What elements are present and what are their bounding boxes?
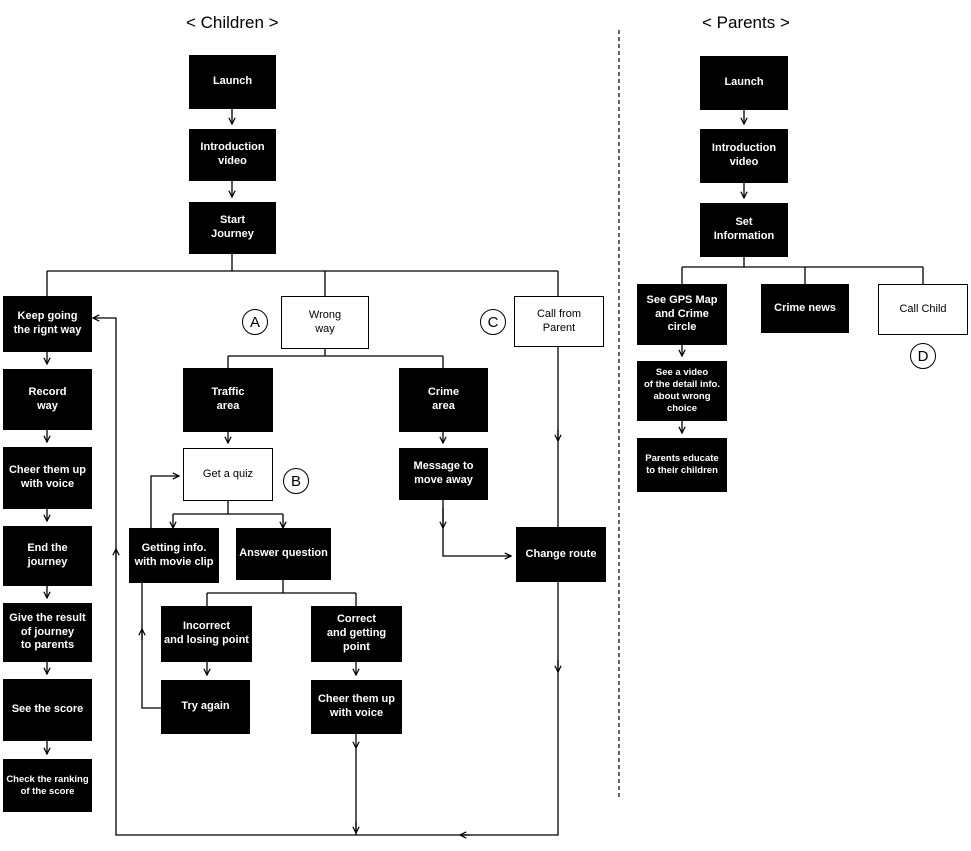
node-wrong-way: Wrong way [281,296,369,349]
marker-c: C [480,309,506,335]
node-check-ranking: Check the ranking of the score [3,759,92,812]
node-end-journey: End the journey [3,526,92,586]
node-parent-launch: Launch [700,56,788,110]
node-see-score: See the score [3,679,92,741]
node-message-move-away: Message to move away [399,448,488,500]
arrow-info-quiz [150,476,179,528]
marker-a: A [242,309,268,335]
marker-b: B [283,468,309,494]
node-cheer-voice-mid: Cheer them up with voice [311,680,402,734]
node-set-information: Set Information [700,203,788,257]
node-launch: Launch [189,55,276,109]
node-correct: Correct and getting point [311,606,402,662]
node-answer-question: Answer question [236,528,331,580]
node-see-video: See a video of the detail info. about wr… [637,361,727,421]
node-crime-news: Crime news [761,284,849,333]
node-call-child: Call Child [878,284,968,335]
node-change-route: Change route [516,527,606,582]
marker-d: D [910,343,936,369]
node-give-result: Give the result of journey to parents [3,603,92,662]
node-crime-area: Crime area [399,368,488,432]
node-parents-educate: Parents educate to their children [637,438,727,492]
node-parent-introduction-video: Introduction video [700,129,788,183]
node-incorrect: Incorrect and losing point [161,606,252,662]
node-getting-info: Getting info. with movie clip [129,528,219,583]
arrow-message-change [442,500,511,556]
node-start-journey: Start Journey [189,202,276,254]
node-gps-map: See GPS Map and Crime circle [637,284,727,345]
node-try-again: Try again [161,680,250,734]
node-keep-going: Keep going the rignt way [3,296,92,352]
node-call-from-parent: Call from Parent [514,296,604,347]
parents-section-title: < Parents > [702,13,790,32]
node-get-quiz: Get a quiz [183,448,273,501]
node-introduction-video: Introduction video [189,129,276,181]
node-record-way: Record way [3,369,92,430]
node-traffic-area: Traffic area [183,368,273,432]
node-cheer-voice-left: Cheer them up with voice [3,447,92,509]
children-section-title: < Children > [186,13,279,32]
line-try-back [141,580,161,709]
